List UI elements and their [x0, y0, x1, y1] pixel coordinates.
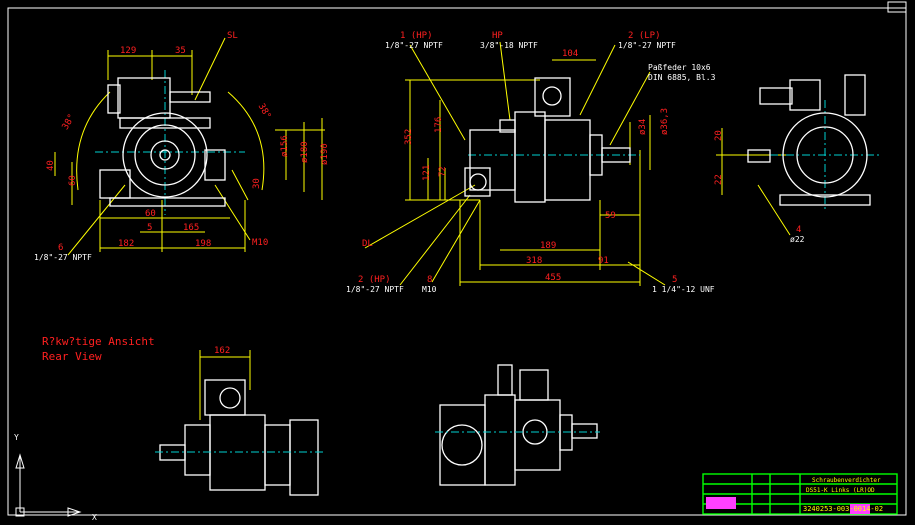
side-hp2-label: 2 (HP) [358, 275, 391, 285]
side-port-5: 5 [672, 275, 677, 285]
lower-dim-162: 162 [214, 346, 230, 356]
front-dim-60-left: 60 [68, 175, 78, 186]
side-dim-d363: ø36,3 [660, 108, 670, 135]
title-block [702, 473, 898, 515]
side-lp2-thread: 1/8"-27 NPTF [618, 41, 676, 50]
side-dim-104: 104 [562, 49, 578, 59]
front-dim-d180: ø180 [300, 141, 310, 163]
side-lp2-label: 2 (LP) [628, 31, 661, 41]
front-dim-d156: ø156 [280, 135, 290, 157]
right-dim-22: 22 [714, 174, 724, 185]
side-key-line1: Paßfeder 10x6 [648, 63, 711, 72]
ucs-icon [15, 453, 82, 517]
front-dim-60: 60 [145, 209, 156, 219]
front-label-m10: M10 [252, 238, 268, 248]
front-port-6-thread: 1/8"-27 NPTF [34, 253, 92, 262]
side-dim-189: 189 [540, 241, 556, 251]
title-block-title1: Schraubenverdichter [812, 477, 881, 484]
side-dim-59: 59 [605, 211, 616, 221]
title-block-drawing-no: 3240253-003-0014-02 [803, 505, 883, 513]
right-port-4-dia: ø22 [790, 235, 805, 244]
side-dim-121: 121 [422, 165, 432, 181]
ucs-y-label: Y [14, 433, 19, 442]
title-block-title2: DS51-K Links (LR)OD [806, 487, 875, 494]
front-port-6: 6 [58, 243, 63, 253]
side-dim-72: 72 [438, 166, 448, 177]
front-dim-30-right: 30 [252, 178, 262, 189]
ucs-x-label: X [92, 513, 97, 522]
front-dim-d190: ø190 [320, 143, 330, 165]
side-port-8: 8 [427, 275, 432, 285]
side-dim-91: 91 [598, 256, 609, 266]
side-dim-455: 455 [545, 273, 561, 283]
side-hp2-thread: 1/8"-27 NPTF [346, 285, 404, 294]
lower-left-view [155, 350, 325, 496]
right-view [716, 74, 880, 236]
front-dim-35: 35 [175, 46, 186, 56]
front-angle-38-right: 38° [256, 102, 273, 121]
front-dim-40: 40 [46, 160, 56, 171]
side-port-8-thread: M10 [422, 285, 437, 294]
front-dim-165: 165 [183, 223, 199, 233]
side-hp1-thread: 1/8"-27 NPTF [385, 41, 443, 50]
side-dim-318: 318 [526, 256, 542, 266]
side-key-line2: DIN 6885, Bl.3 [648, 73, 716, 82]
side-label-dl: DL [362, 239, 373, 249]
right-dim-20: 20 [714, 130, 724, 141]
side-hp-thread: 3/8"-18 NPTF [480, 41, 538, 50]
side-hp1-label: 1 (HP) [400, 31, 433, 41]
front-dim-198: 198 [195, 239, 211, 249]
rear-view-label-de: R?kw?tige Ansicht [42, 335, 155, 348]
side-hp-label: HP [492, 31, 503, 41]
front-dim-5: 5 [147, 223, 152, 233]
front-label-sl: SL [227, 31, 238, 41]
lower-center-view [435, 364, 600, 486]
side-dim-176: 176 [434, 117, 444, 133]
right-port-4: 4 [796, 225, 801, 235]
front-view [54, 37, 325, 256]
front-dim-182: 182 [118, 239, 134, 249]
rear-view-label-en: Rear View [42, 350, 102, 363]
side-port-5-thread: 1 1/4"-12 UNF [652, 285, 715, 294]
close-viewport-box[interactable] [887, 1, 907, 13]
viewport-frame [7, 7, 907, 516]
front-dim-129: 129 [120, 46, 136, 56]
side-view [364, 41, 666, 286]
side-dim-352: 352 [404, 129, 414, 145]
front-angle-38-left: 38° [61, 113, 78, 132]
side-dim-d34: ø34 [638, 119, 648, 135]
